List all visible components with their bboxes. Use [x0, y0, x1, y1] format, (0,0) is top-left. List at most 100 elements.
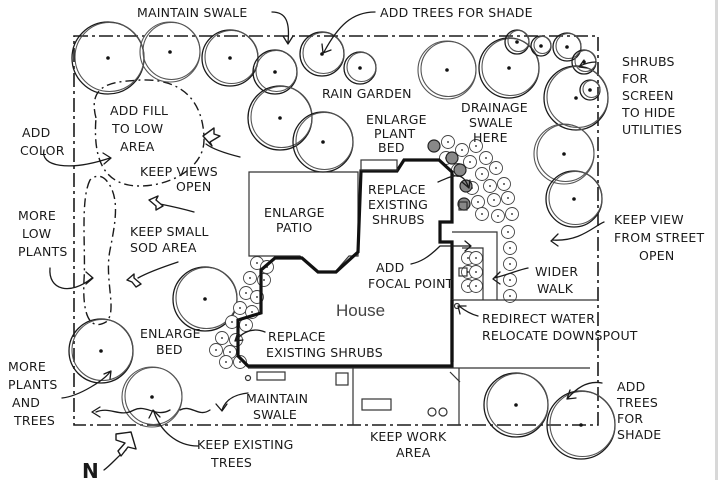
label-line: ENLARGE	[366, 112, 427, 127]
label-line: COLOR	[20, 143, 65, 158]
label-line: KEEP SMALL	[130, 224, 209, 239]
label-line: REPLACE	[368, 182, 426, 197]
low-plants-bed-outline	[83, 175, 117, 326]
label-line: SWALE	[253, 407, 297, 422]
gate-line	[449, 371, 461, 383]
label-line: WIDER	[535, 264, 578, 279]
label-line: RAIN GARDEN	[322, 86, 412, 101]
label-line: ADD	[22, 125, 50, 140]
step	[458, 267, 468, 277]
label-line: AREA	[120, 139, 155, 154]
tree-canopy-sketch	[555, 32, 582, 60]
tree-canopy-sketch	[533, 35, 552, 55]
shrub-dot	[215, 349, 217, 351]
label-line: MAINTAIN SWALE	[137, 5, 247, 20]
label-line: FROM STREET	[614, 230, 705, 245]
tree-trunk-dot	[579, 423, 583, 427]
tree-canopy-sketch	[204, 29, 259, 85]
shrub-dot	[475, 271, 477, 273]
label-line: AND	[12, 395, 40, 410]
label-line: SHADE	[617, 427, 661, 442]
label-line: SCREEN	[622, 88, 674, 103]
swale-line	[179, 407, 211, 414]
label-add-color: ADD COLOR	[20, 125, 65, 158]
label-line: DRAINAGE	[461, 100, 528, 115]
tree-canopy-sketch	[175, 266, 238, 330]
tree-canopy-sketch	[574, 49, 597, 73]
label-add-trees-shade-top: ADD TREES FOR SHADE	[380, 5, 533, 20]
north-arrow-label: N	[82, 459, 99, 480]
label-line: KEEP VIEWS	[140, 164, 218, 179]
label-line: AREA	[396, 445, 431, 460]
tree-trunk-dot	[562, 152, 566, 156]
leader-arrows	[43, 11, 605, 471]
tree-canopy-sketch	[142, 21, 201, 81]
shrub-dot	[461, 149, 463, 151]
shrub-dot	[477, 201, 479, 203]
shrub-dot	[225, 361, 227, 363]
plant-bed-step	[360, 159, 398, 171]
label-line: TREES	[616, 395, 658, 410]
tree-canopy-sketch	[507, 29, 530, 53]
label-line: ADD TREES FOR SHADE	[380, 5, 533, 20]
tree-trunk-dot	[168, 50, 172, 54]
label-wider-walk: WIDER WALK	[535, 264, 578, 296]
shrub-dot	[239, 307, 241, 309]
shrub-dot	[503, 183, 505, 185]
tree-trunk-dot	[273, 70, 277, 74]
tree-trunk-dot	[150, 395, 154, 399]
tree-trunk-dot	[228, 56, 232, 60]
annotation-labels: MAINTAIN SWALE ADD TREES FOR SHADE RAIN GA…	[8, 5, 705, 470]
shrub-dot	[467, 285, 469, 287]
label-line: TO LOW	[111, 121, 163, 136]
house-footprint	[236, 158, 454, 368]
shrub-dot	[509, 247, 511, 249]
tree-trunk-dot	[358, 66, 362, 70]
tree-canopy-sketch	[255, 49, 298, 93]
shrub-dot	[495, 167, 497, 169]
label-line: WALK	[537, 281, 574, 296]
tree-trunk-dot	[515, 40, 519, 44]
tree-canopy-sketch	[546, 65, 609, 129]
label-line: KEEP WORK	[370, 429, 447, 444]
label-line: EXISTING SHRUBS	[266, 345, 383, 360]
label-line: BED	[156, 342, 183, 357]
label-line: LOW	[22, 226, 51, 241]
tree-trunk-dot	[203, 297, 207, 301]
shrub-dot	[256, 296, 258, 298]
existing-shrub	[445, 151, 459, 165]
shrub-dot	[481, 213, 483, 215]
tree-trunk-dot	[514, 403, 518, 407]
house-label: House	[336, 301, 385, 320]
label-line: PLANTS	[18, 244, 67, 259]
label-line: ADD	[617, 379, 645, 394]
shrub-dot	[507, 231, 509, 233]
shrub-dot	[447, 141, 449, 143]
tree-trunk-dot	[99, 349, 103, 353]
label-line: ENLARGE	[140, 326, 201, 341]
label-line: SHRUBS	[622, 54, 675, 69]
shrub-dot	[497, 215, 499, 217]
shrub-dot	[239, 361, 241, 363]
tree-canopy-sketch	[74, 21, 145, 93]
tree-canopy-sketch	[548, 170, 603, 226]
shrub-dot	[489, 185, 491, 187]
shrub-dot	[507, 197, 509, 199]
tree-canopy-sketch	[71, 318, 134, 382]
tree-trunk-dot	[574, 96, 578, 100]
shrub-dot	[221, 337, 223, 339]
label-line: ADD	[376, 260, 404, 275]
shrub-dot	[475, 257, 477, 259]
label-rain-garden: RAIN GARDEN	[322, 86, 412, 101]
shrub-dot	[467, 257, 469, 259]
